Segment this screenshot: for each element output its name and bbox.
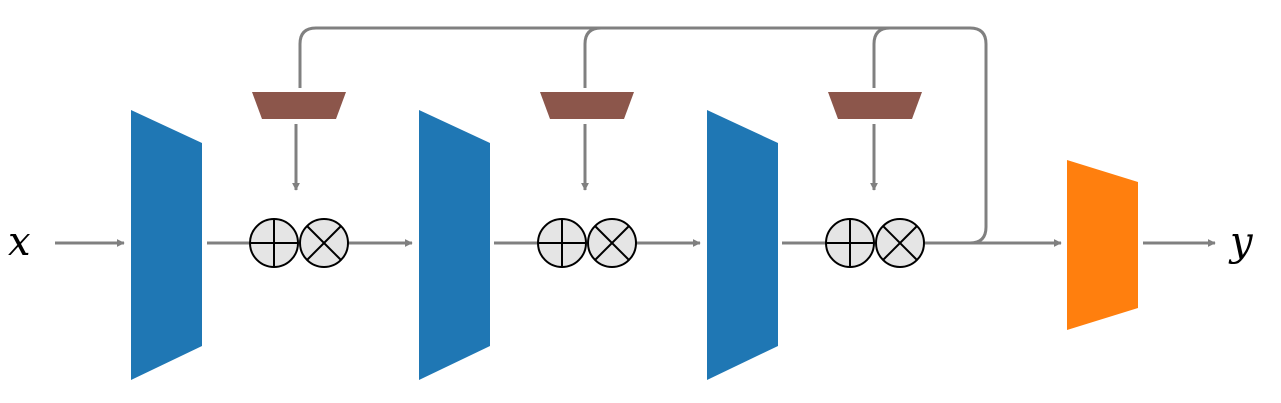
conditioning-block-3 [828, 92, 922, 119]
add-operator-icon [537, 218, 587, 268]
output-label: y [1228, 219, 1254, 265]
operator-pair-3 [825, 218, 925, 268]
main-block-2 [419, 110, 490, 380]
conditioning-block-2 [540, 92, 634, 119]
multiply-operator-icon [299, 218, 349, 268]
multiply-operator-icon [875, 218, 925, 268]
multiply-operator-icon [587, 218, 637, 268]
input-label: x [8, 219, 31, 265]
operator-pair-1 [249, 218, 349, 268]
main-block-1 [131, 110, 202, 380]
add-operator-icon [825, 218, 875, 268]
add-operator-icon [249, 218, 299, 268]
output-block [1067, 160, 1138, 330]
conditioning-block-1 [252, 92, 346, 119]
operator-pair-2 [537, 218, 637, 268]
skip-connection-loop [298, 26, 988, 245]
main-block-3 [707, 110, 778, 380]
